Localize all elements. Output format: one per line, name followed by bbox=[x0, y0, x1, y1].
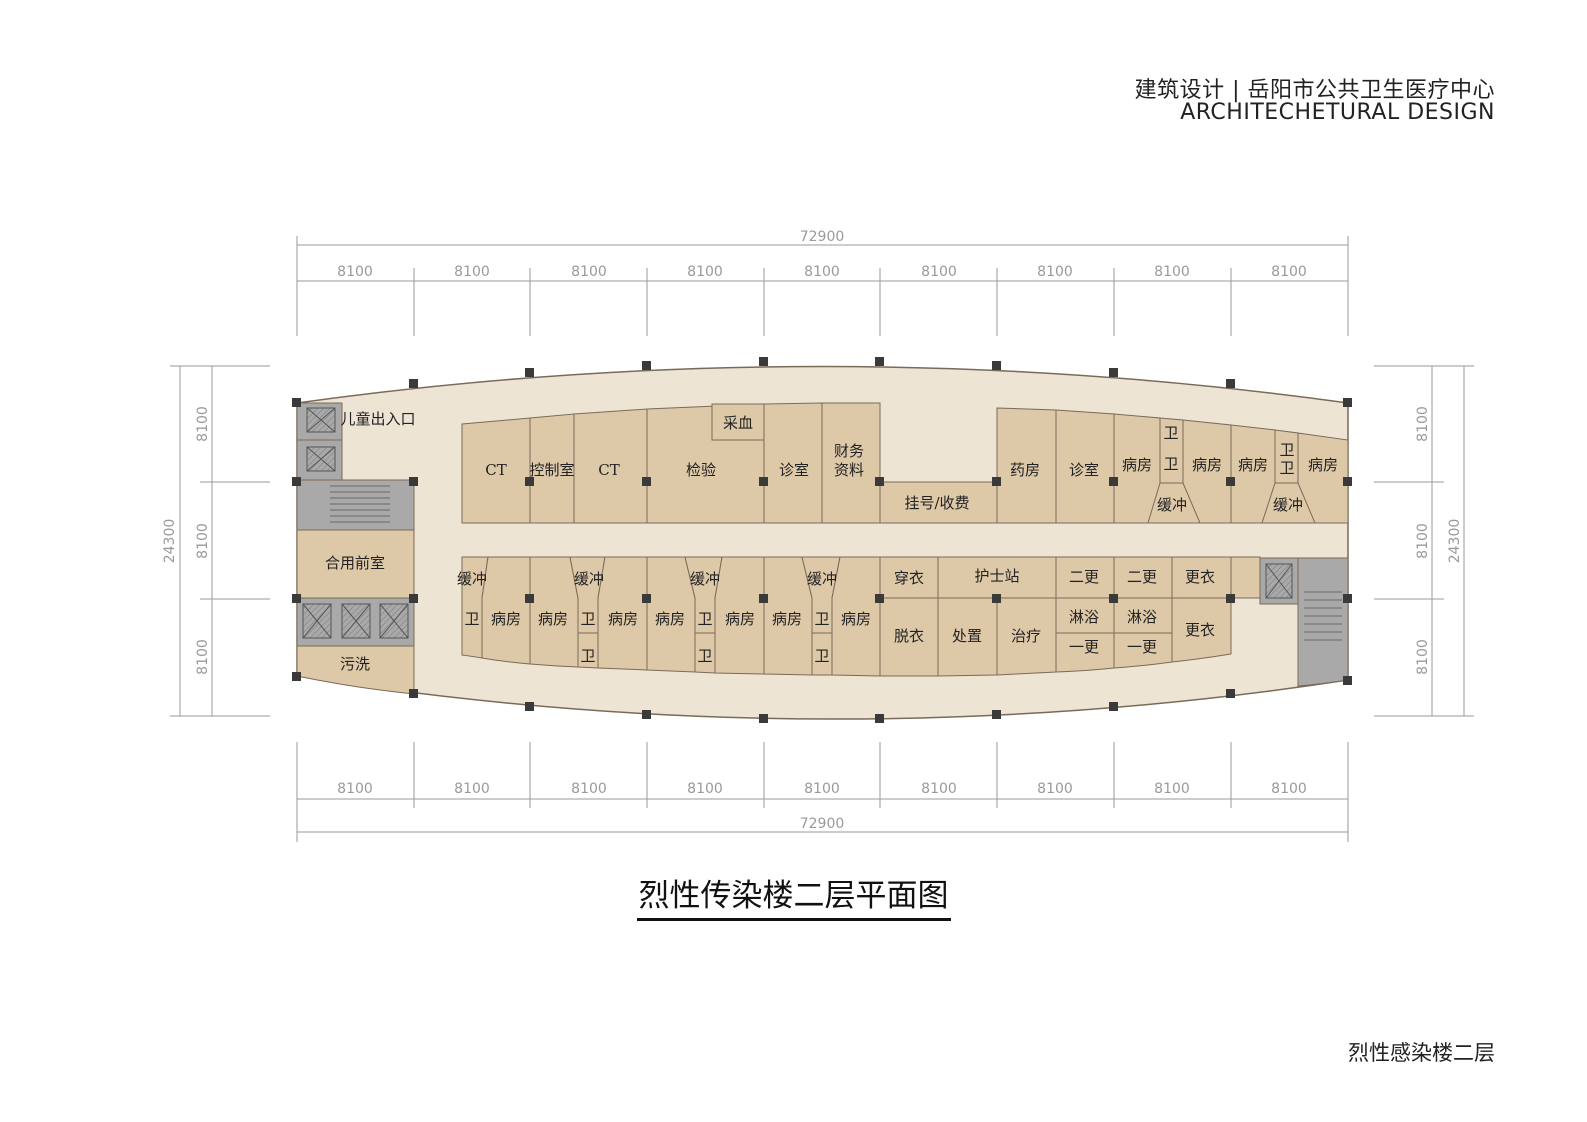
dim-total-top: 72900 bbox=[800, 229, 845, 245]
room-ward: 病房 bbox=[608, 610, 638, 628]
room-ward: 病房 bbox=[1308, 456, 1338, 474]
room-ward: 病房 bbox=[772, 610, 802, 628]
room-ct: CT bbox=[598, 461, 619, 479]
room-ward: 病房 bbox=[1192, 456, 1222, 474]
header-title-en: ARCHITECHETURAL DESIGN bbox=[1180, 100, 1495, 125]
dim-bay-top: 8100 bbox=[687, 264, 723, 280]
dim-bay-bottom: 8100 bbox=[1271, 781, 1307, 797]
dim-bay-right: 8100 bbox=[1415, 639, 1431, 675]
dim-bay-top: 8100 bbox=[921, 264, 957, 280]
south-rooms bbox=[461, 556, 1261, 677]
room-buffer: 缓冲 bbox=[574, 570, 604, 588]
room-toilet: 卫 bbox=[1279, 459, 1294, 477]
drawing-title: 烈性传染楼二层平面图 bbox=[636, 870, 951, 921]
dim-bay-bottom: 8100 bbox=[571, 781, 607, 797]
dimension-labels: 72900 8100 8100 8100 8100 8100 8100 8100… bbox=[162, 229, 1463, 832]
room-dress-on: 穿衣 bbox=[894, 569, 924, 587]
room-shower: 淋浴 bbox=[1069, 608, 1099, 626]
footer-label: 烈性感染楼二层 bbox=[1348, 1041, 1495, 1065]
dimension-lines bbox=[170, 236, 1474, 842]
dim-bay-top: 8100 bbox=[804, 264, 840, 280]
room-buffer: 缓冲 bbox=[457, 570, 487, 588]
dim-bay-left: 8100 bbox=[195, 639, 211, 675]
room-lab: 检验 bbox=[686, 461, 716, 479]
dim-bay-top: 8100 bbox=[571, 264, 607, 280]
dim-bay-left: 8100 bbox=[195, 523, 211, 559]
room-ward: 病房 bbox=[725, 610, 755, 628]
room-records: 资料 bbox=[834, 461, 864, 479]
room-blood-draw: 采血 bbox=[723, 414, 753, 432]
dim-bay-bottom: 8100 bbox=[1037, 781, 1073, 797]
dim-bay-right: 8100 bbox=[1415, 406, 1431, 442]
room-toilet: 卫 bbox=[697, 647, 712, 665]
header-title-cn: 建筑设计 | 岳阳市公共卫生医疗中心 bbox=[1134, 78, 1495, 103]
room-pharmacy: 药房 bbox=[1010, 461, 1040, 479]
room-consult: 诊室 bbox=[779, 461, 809, 479]
dim-bay-bottom: 8100 bbox=[1154, 781, 1190, 797]
dim-bay-top: 8100 bbox=[1037, 264, 1073, 280]
room-toilet: 卫 bbox=[1163, 455, 1178, 473]
room-toilet: 卫 bbox=[814, 647, 829, 665]
room-change-2: 二更 bbox=[1069, 568, 1099, 586]
room-ward: 病房 bbox=[841, 610, 871, 628]
room-children-entry: 儿童出入口 bbox=[340, 410, 415, 428]
left-core bbox=[296, 402, 415, 695]
room-shower: 淋浴 bbox=[1127, 608, 1157, 626]
dim-bay-bottom: 8100 bbox=[921, 781, 957, 797]
room-shared-lobby: 合用前室 bbox=[325, 554, 385, 572]
dim-bay-left: 8100 bbox=[195, 406, 211, 442]
room-buffer: 缓冲 bbox=[690, 570, 720, 588]
room-therapy: 治疗 bbox=[1011, 627, 1041, 645]
room-treatment: 处置 bbox=[952, 627, 982, 645]
dim-total-right: 24300 bbox=[1447, 519, 1463, 564]
room-buffer: 缓冲 bbox=[1273, 496, 1303, 514]
room-consult: 诊室 bbox=[1069, 461, 1099, 479]
room-nurse-station: 护士站 bbox=[974, 567, 1019, 585]
room-toilet: 卫 bbox=[1163, 424, 1178, 442]
room-ward: 病房 bbox=[655, 610, 685, 628]
right-core bbox=[1259, 557, 1349, 687]
dim-bay-bottom: 8100 bbox=[454, 781, 490, 797]
room-buffer: 缓冲 bbox=[1157, 496, 1187, 514]
dim-bay-top: 8100 bbox=[1271, 264, 1307, 280]
room-toilet: 卫 bbox=[464, 610, 479, 628]
room-locker: 更衣 bbox=[1185, 568, 1215, 586]
dim-total-bottom: 72900 bbox=[800, 816, 845, 832]
room-locker: 更衣 bbox=[1185, 621, 1215, 639]
room-ward: 病房 bbox=[1238, 456, 1268, 474]
room-dirty-wash: 污洗 bbox=[340, 655, 370, 673]
room-dress-off: 脱衣 bbox=[894, 627, 924, 645]
room-toilet: 卫 bbox=[814, 610, 829, 628]
room-register: 挂号/收费 bbox=[904, 494, 969, 512]
room-ward: 病房 bbox=[1122, 456, 1152, 474]
room-ward: 病房 bbox=[538, 610, 568, 628]
dim-bay-right: 8100 bbox=[1415, 523, 1431, 559]
room-change-1: 一更 bbox=[1127, 638, 1157, 656]
dim-bay-top: 8100 bbox=[1154, 264, 1190, 280]
dim-total-left: 24300 bbox=[162, 519, 178, 564]
room-ward: 病房 bbox=[491, 610, 521, 628]
north-rooms bbox=[461, 402, 1349, 524]
drawing-title-wrap: 烈性传染楼二层平面图 bbox=[0, 870, 1587, 921]
room-toilet: 卫 bbox=[697, 610, 712, 628]
room-control: 控制室 bbox=[529, 461, 574, 479]
room-labels: 儿童出入口 合用前室 污洗 CT 控制室 CT 采血 检验 诊室 财务 资料 挂… bbox=[325, 410, 1338, 673]
dim-bay-top: 8100 bbox=[454, 264, 490, 280]
room-change-1: 一更 bbox=[1069, 638, 1099, 656]
dim-bay-bottom: 8100 bbox=[337, 781, 373, 797]
dim-bay-bottom: 8100 bbox=[804, 781, 840, 797]
dim-bay-bottom: 8100 bbox=[687, 781, 723, 797]
room-ct: CT bbox=[485, 461, 506, 479]
room-toilet: 卫 bbox=[1279, 441, 1294, 459]
room-finance: 财务 bbox=[834, 442, 864, 460]
structural-columns bbox=[292, 357, 1352, 723]
room-toilet: 卫 bbox=[580, 647, 595, 665]
room-buffer: 缓冲 bbox=[807, 570, 837, 588]
room-toilet: 卫 bbox=[580, 610, 595, 628]
room-change-2: 二更 bbox=[1127, 568, 1157, 586]
dim-bay-top: 8100 bbox=[337, 264, 373, 280]
